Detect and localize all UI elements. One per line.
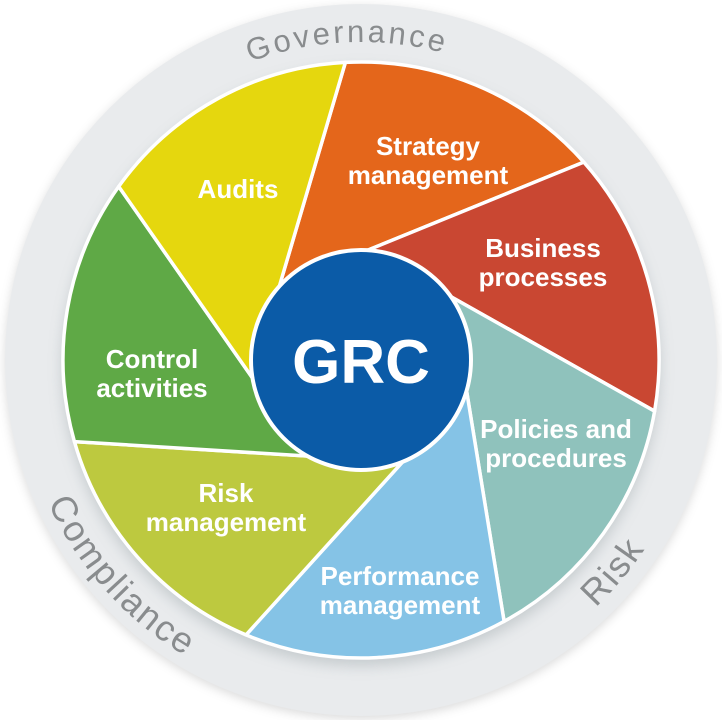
grc-center-circle	[249, 248, 473, 472]
segment-label-audits: Audits	[198, 174, 279, 204]
segments-layer	[61, 60, 661, 660]
grc-center-label: GRC	[292, 328, 430, 397]
